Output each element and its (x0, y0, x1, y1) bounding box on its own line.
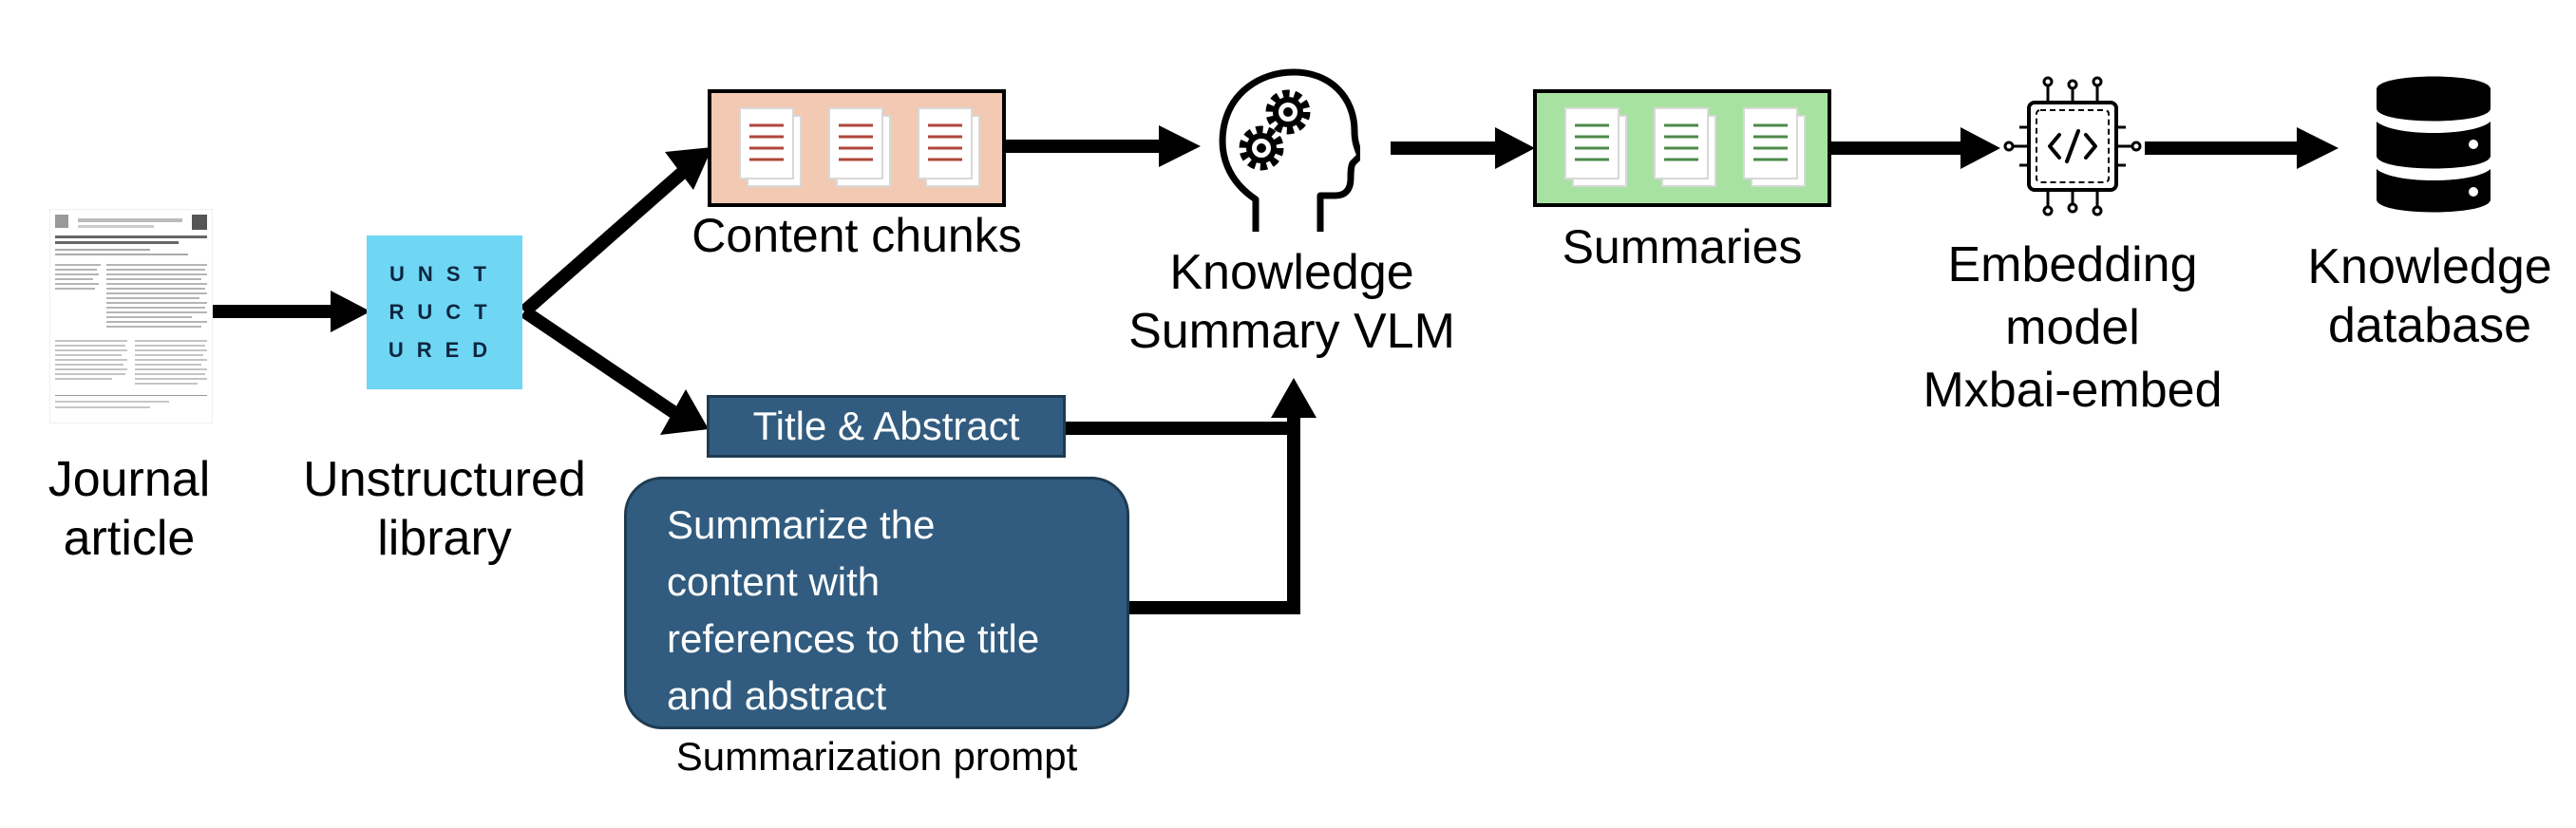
document-icon (739, 107, 802, 187)
knowledge-database-label: Knowledge database (2307, 239, 2552, 354)
document-stack-icons (739, 107, 980, 187)
document-icon (1654, 107, 1716, 187)
arrow-embedding-to-database (2145, 127, 2339, 169)
journal-article-label: Journal article (47, 452, 211, 567)
summarization-prompt-caption: Summarization prompt (675, 734, 1078, 779)
database-icon (2377, 76, 2491, 213)
prompt-line: references to the title (667, 616, 1040, 661)
prompt-line: Summarize the (667, 502, 936, 547)
prompt-line: content with (667, 559, 881, 604)
journal-article-thumbnail-icon (49, 209, 213, 423)
content-chunks-box (708, 89, 1006, 207)
logo-text-line: UNST (389, 262, 500, 286)
arrow-vlm-to-summaries (1391, 127, 1535, 169)
title-abstract-box: Title & Abstract (707, 395, 1066, 458)
embedding-model-label: Embedding model Mxbai-embed (1923, 237, 2223, 418)
document-icon (828, 107, 891, 187)
arrow-library-to-title (521, 306, 709, 435)
arrow-journal-to-library (211, 291, 370, 332)
content-chunks-label: Content chunks (691, 209, 1022, 262)
arrow-chunks-to-vlm (1006, 125, 1201, 167)
vlm-label: Knowledge Summary VLM (1128, 245, 1455, 360)
document-icon (1564, 107, 1627, 187)
arrow-library-to-chunks (520, 147, 712, 317)
document-stack-icons (1564, 107, 1806, 187)
gear-icon (1265, 89, 1311, 135)
summaries-box (1533, 89, 1831, 207)
head-gears-icon (1219, 68, 1360, 232)
chip-code-icon (2003, 76, 2142, 216)
logo-text-line: URED (388, 338, 502, 362)
summarization-prompt-box: Summarize the content with references to… (624, 477, 1129, 729)
arrow-title-to-vlm (1066, 418, 1300, 435)
logo-text-line: RUCT (388, 300, 501, 324)
arrow-summaries-to-embedding (1831, 127, 2000, 169)
unstructured-logo: UNST RUCT URED (367, 235, 522, 389)
summaries-label: Summaries (1562, 220, 1803, 273)
document-icon (918, 107, 980, 187)
prompt-line: and abstract (667, 673, 887, 718)
unstructured-library-label: Unstructured library (303, 452, 586, 567)
gear-icon (1239, 125, 1284, 171)
arrow-prompt-to-vlm (1129, 378, 1316, 614)
document-icon (1743, 107, 1806, 187)
